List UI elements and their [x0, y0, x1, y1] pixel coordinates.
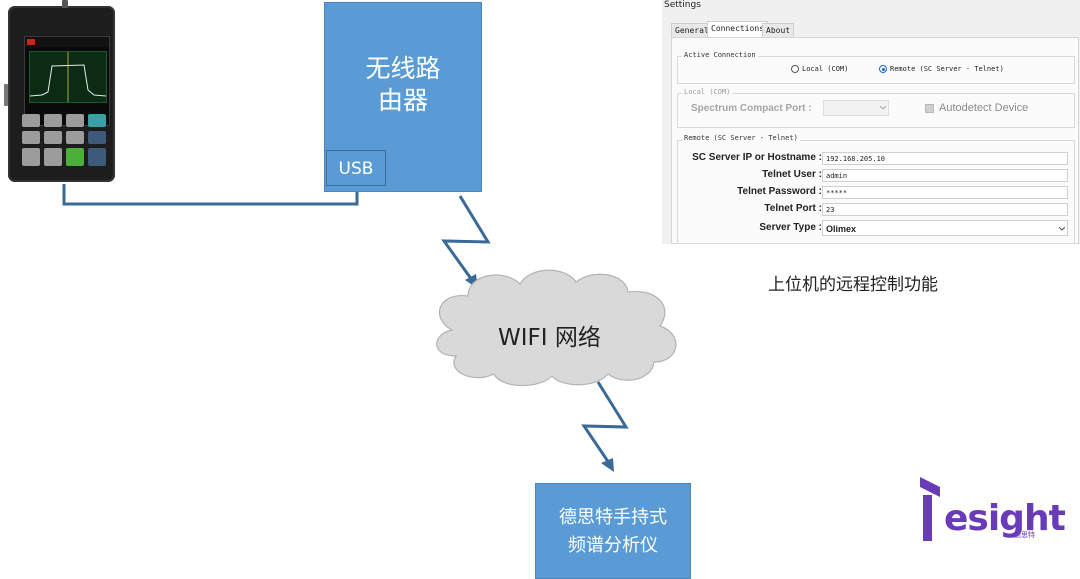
tab-about[interactable]: About: [762, 23, 795, 38]
screen-header: [25, 37, 109, 47]
chevron-down-icon: [880, 106, 886, 110]
ip-label: SC Server IP or Hostname :: [692, 152, 822, 163]
telnet-password-input[interactable]: *****: [822, 186, 1068, 199]
usb-cable-line: [62, 184, 359, 206]
analyzer-label-line1: 德思特手持式: [559, 507, 667, 528]
autodetect-checkbox[interactable]: [925, 104, 934, 113]
server-type-label: Server Type :: [759, 222, 822, 233]
remote-control-caption: 上位机的远程控制功能: [768, 275, 938, 295]
spectrum-port-label: Spectrum Compact Port :: [691, 103, 812, 114]
radio-button-remote[interactable]: [879, 65, 887, 73]
wifi-network-label: WIFI 网络: [498, 325, 601, 351]
spectrum-plot: [29, 51, 107, 103]
tab-connections[interactable]: Connections: [707, 21, 768, 38]
radio-remote-telnet[interactable]: Remote (SC Server - Telnet): [879, 65, 1004, 73]
spectrum-port-select[interactable]: [823, 100, 889, 116]
chevron-down-icon: [1059, 227, 1065, 231]
wireless-router-box: 无线路 由器: [324, 2, 482, 192]
telnet-user-label: Telnet User :: [762, 169, 822, 180]
remote-telnet-title: Remote (SC Server - Telnet): [682, 134, 800, 142]
device-screen: [24, 36, 110, 126]
ip-hostname-input[interactable]: 192.168.205.10: [822, 152, 1068, 165]
antenna-connector: [62, 0, 68, 8]
active-connection-title: Active Connection: [682, 51, 758, 59]
wireless-link-upper: [441, 195, 491, 281]
wifi-cloud: [436, 269, 677, 387]
device-keypad: [22, 114, 108, 174]
telnet-user-input[interactable]: admin: [822, 169, 1068, 182]
settings-window: Settings General Connections About Activ…: [662, 0, 1080, 244]
wireless-arrowhead-lower: [601, 458, 614, 472]
connections-panel: Active Connection Local (COM) Remote (SC…: [671, 37, 1079, 244]
radio-remote-label: Remote (SC Server - Telnet): [890, 65, 1004, 73]
router-label-line2: 由器: [377, 86, 428, 115]
wireless-link-lower: [581, 381, 629, 464]
telnet-port-label: Telnet Port :: [764, 203, 822, 214]
spectrum-trace: [29, 52, 107, 102]
analyzer-label: 德思特手持式 频谱分析仪: [536, 504, 690, 560]
screen-brand-mark: [27, 39, 35, 45]
telnet-password-label: Telnet Password :: [737, 186, 822, 197]
local-com-title: Local (COM): [682, 88, 733, 96]
remote-telnet-group: [677, 140, 1075, 244]
radio-local-label: Local (COM): [802, 65, 849, 73]
server-type-select[interactable]: Olimex: [822, 220, 1068, 236]
side-button: [4, 84, 8, 106]
usb-port-box: USB: [326, 150, 386, 186]
logo-subtext: 德思特: [1014, 531, 1035, 539]
window-title: Settings: [664, 0, 701, 10]
radio-local-com[interactable]: Local (COM): [791, 65, 848, 73]
analyzer-label-line2: 频谱分析仪: [568, 535, 658, 556]
telnet-port-input[interactable]: 23: [822, 203, 1068, 216]
active-connection-group: [677, 56, 1075, 84]
logo-mark-icon: [920, 477, 940, 541]
server-type-value: Olimex: [826, 224, 857, 234]
radio-button-local[interactable]: [791, 65, 799, 73]
local-com-group: [677, 93, 1075, 128]
handheld-analyzer-device: [4, 0, 115, 182]
router-label-line1: 无线路: [365, 54, 441, 83]
logo-wordmark: esight: [944, 498, 1066, 539]
router-label: 无线路 由器: [325, 53, 481, 117]
handheld-analyzer-box: 德思特手持式 频谱分析仪: [535, 483, 691, 579]
autodetect-label: Autodetect Device: [939, 102, 1029, 114]
